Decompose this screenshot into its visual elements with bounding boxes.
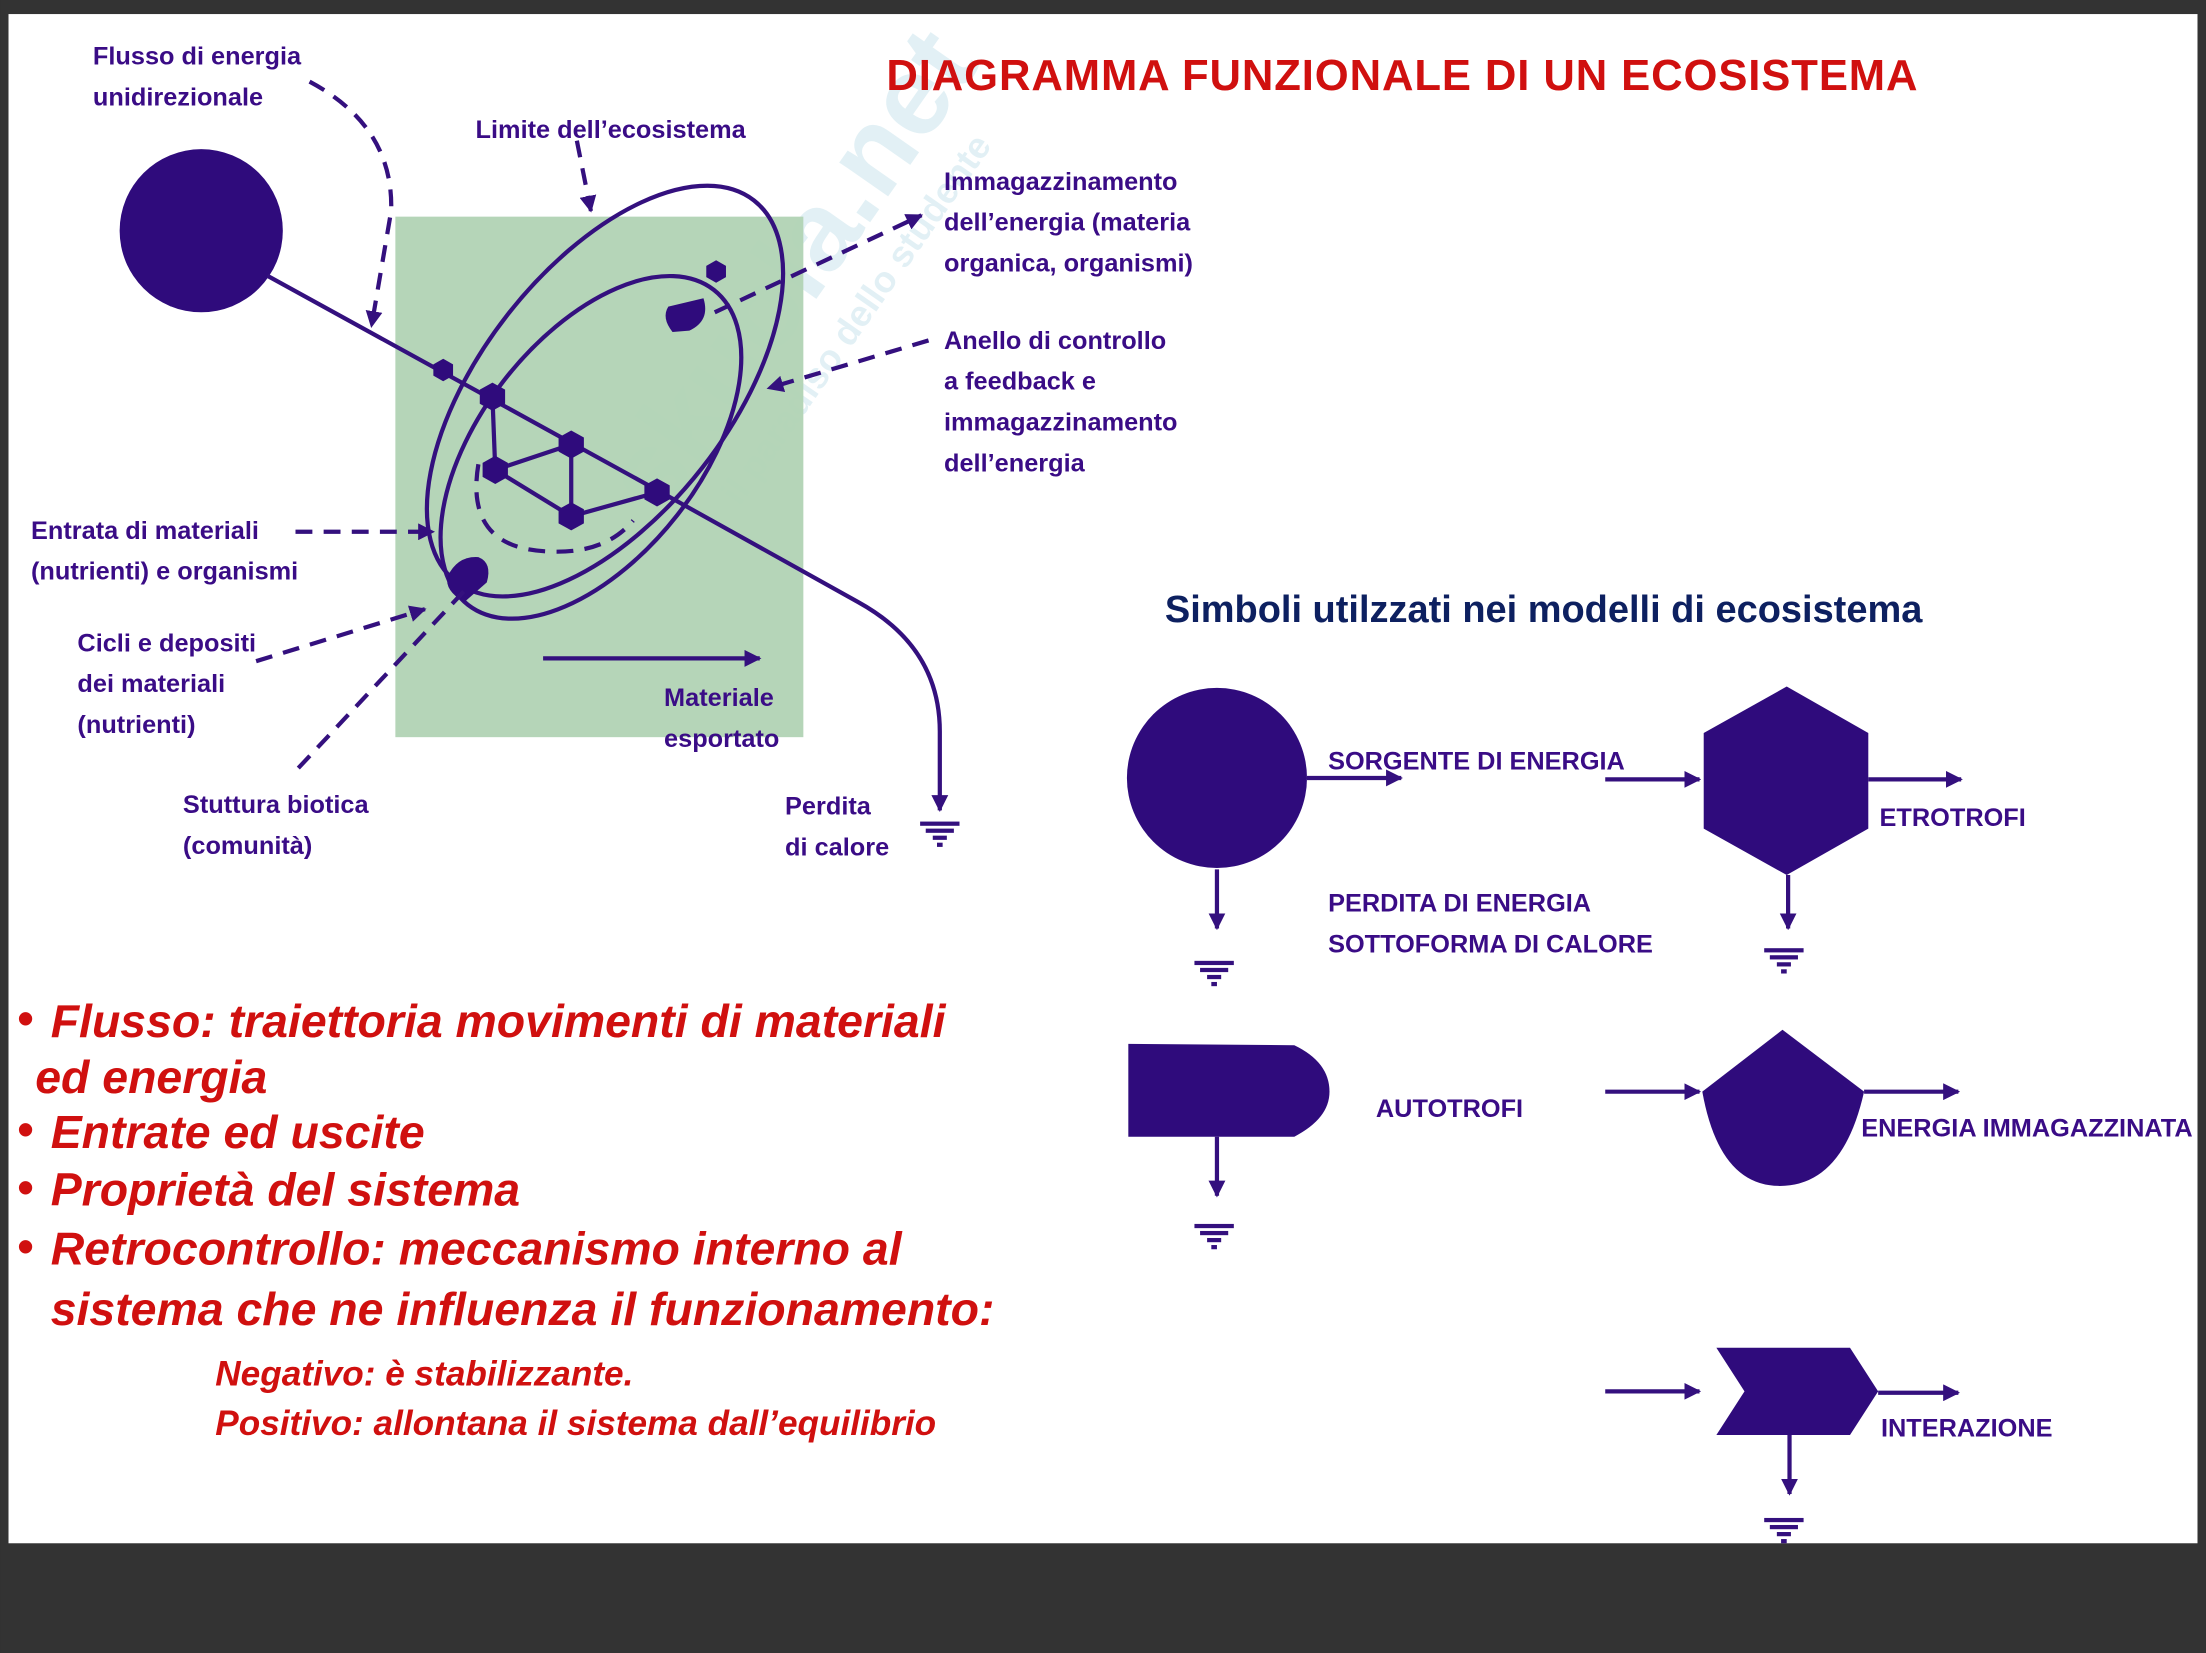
text-label: Limite dell’ecosistema (476, 116, 747, 144)
text-label: ed energia (35, 1051, 267, 1103)
text-label: (nutrienti) e organismi (31, 558, 298, 586)
text-label: • (17, 1161, 33, 1213)
text-label: AUTOTROFI (1376, 1095, 1523, 1123)
storage-symbol-icon (1702, 1029, 1865, 1186)
text-label: Negativo: è stabilizzante. (215, 1355, 633, 1394)
storage-node (665, 298, 706, 333)
text-label: Entrate ed uscite (51, 1106, 425, 1158)
text-label: Positivo: allontana il sistema dall’equi… (215, 1404, 936, 1443)
text-label: Entrata di materiali (31, 517, 259, 545)
text-label: Stuttura biotica (183, 791, 370, 819)
text-label: dei materiali (77, 670, 225, 698)
text-label: SORGENTE DI ENERGIA (1328, 748, 1625, 776)
ecosystem-diagram (119, 79, 960, 847)
heterotroph-nodes (433, 260, 726, 531)
text-label: • (17, 1220, 33, 1272)
text-label: dell’energia (944, 449, 1086, 477)
text-label: Retrocontrollo: meccanismo interno al (51, 1223, 903, 1275)
text-label: ETROTROFI (1880, 804, 2026, 832)
text-label: Cicli e depositi (77, 629, 256, 657)
storage-loop-inner (438, 273, 744, 621)
text-label: PERDITA DI ENERGIA (1328, 890, 1591, 918)
diagram-labels: Flusso di energia unidirezionale Limite … (31, 43, 1193, 862)
text-label: • (17, 1103, 33, 1155)
text-label: (comunità) (183, 832, 312, 860)
text-label: Flusso di energia (93, 43, 302, 71)
symbols-legend: SORGENTE DI ENERGIA PERDITA DI ENERGIA S… (1126, 686, 2193, 1544)
energy-source-sun-icon (119, 149, 283, 313)
heterotroph-symbol-icon (1703, 686, 1869, 876)
text-label: sistema che ne influenza il funzionament… (51, 1283, 995, 1335)
text-label: di calore (785, 833, 889, 861)
text-label: a feedback e (944, 368, 1096, 396)
text-label: Flusso: traiettoria movimenti di materia… (51, 995, 947, 1047)
text-label: dell’energia (materia (944, 209, 1191, 237)
energy-source-symbol-icon (1126, 687, 1307, 869)
symbols-heading: Simboli utilzzati nei modelli di ecosist… (1165, 589, 1923, 631)
nutrient-cycle (474, 463, 635, 554)
text-label: Proprietà del sistema (51, 1164, 520, 1216)
text-label: SOTTOFORMA DI CALORE (1328, 930, 1653, 958)
text-label: Perdita (785, 793, 872, 821)
text-label: esportato (664, 725, 779, 753)
text-label: (nutrienti) (77, 711, 195, 739)
energy-flow-line (266, 273, 949, 813)
interaction-symbol-icon (1716, 1347, 1879, 1435)
text-label: Materiale (664, 684, 774, 712)
bullet-list: • Flusso: traiettoria movimenti di mater… (17, 992, 995, 1443)
text-label: unidirezionale (93, 84, 263, 112)
text-label: organica, organismi) (944, 250, 1193, 278)
ecosystem-boundary (395, 216, 804, 738)
text-label: • (17, 992, 33, 1044)
text-label: Anello di controllo (944, 327, 1166, 355)
text-label: Immagazzinamento (944, 168, 1178, 196)
autotroph-node (447, 557, 489, 603)
text-label: INTERAZIONE (1881, 1414, 2053, 1442)
text-label: immagazzinamento (944, 408, 1178, 436)
text-label: ENERGIA IMMAGAZZINATA (1861, 1115, 2192, 1143)
autotroph-symbol-icon (1128, 1043, 1330, 1137)
page-title: DIAGRAMMA FUNZIONALE DI UN ECOSISTEMA (886, 52, 1917, 100)
